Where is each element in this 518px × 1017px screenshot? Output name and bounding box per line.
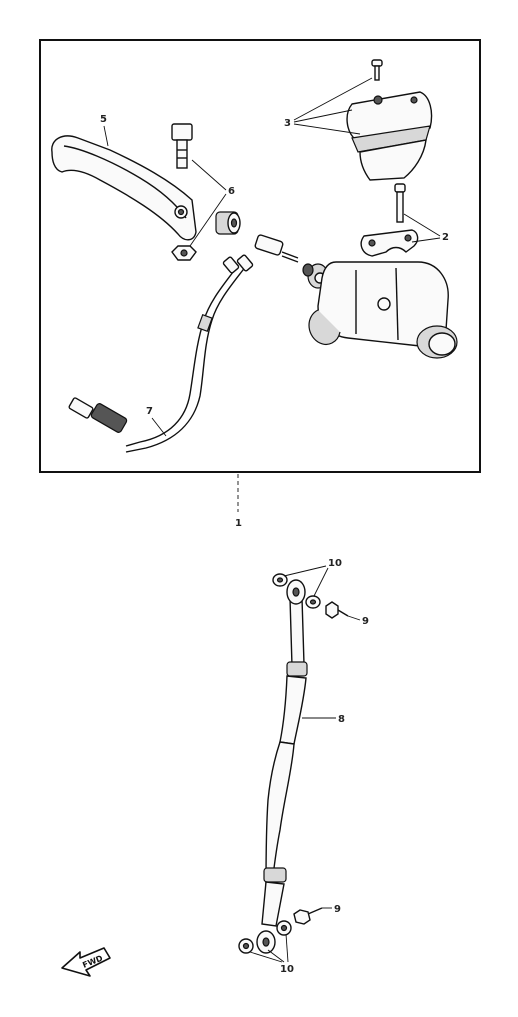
- label-10-bottom: 10: [280, 964, 294, 975]
- washer-top-right: [305, 595, 321, 609]
- fwd-arrow-icon: FWD: [61, 947, 111, 977]
- pivot-bolt: [171, 123, 193, 169]
- banjo-fitting-bottom: [256, 930, 276, 954]
- label-7: 7: [146, 406, 153, 417]
- label-8: 8: [338, 714, 345, 725]
- pivot-nut: [171, 245, 197, 261]
- label-9-top: 9: [362, 616, 369, 627]
- assembly-frame: [39, 39, 481, 473]
- cap-screw: [371, 59, 383, 81]
- label-1: 1: [235, 518, 242, 529]
- clamp-holder: [360, 229, 419, 257]
- union-bolt-bottom: [293, 907, 323, 925]
- label-5: 5: [100, 114, 107, 125]
- label-6: 6: [228, 186, 235, 197]
- clamp-bolt: [394, 183, 406, 223]
- label-10-top: 10: [328, 558, 342, 569]
- banjo-fitting-top: [286, 579, 306, 605]
- washer-bottom-left: [238, 938, 254, 954]
- reservoir-cap: [346, 91, 433, 181]
- label-9-bottom: 9: [334, 904, 341, 915]
- washer-bottom-right: [276, 920, 292, 936]
- master-cylinder-body: [308, 261, 458, 359]
- label-3: 3: [284, 118, 291, 129]
- washer-top-left: [272, 573, 288, 587]
- push-rod: [254, 234, 299, 263]
- label-2: 2: [442, 232, 449, 243]
- union-bolt-top: [325, 601, 349, 619]
- brake-switch: [68, 254, 254, 453]
- brake-lever: [51, 135, 197, 241]
- brake-hose: [261, 597, 308, 927]
- pivot-bushing: [215, 211, 241, 235]
